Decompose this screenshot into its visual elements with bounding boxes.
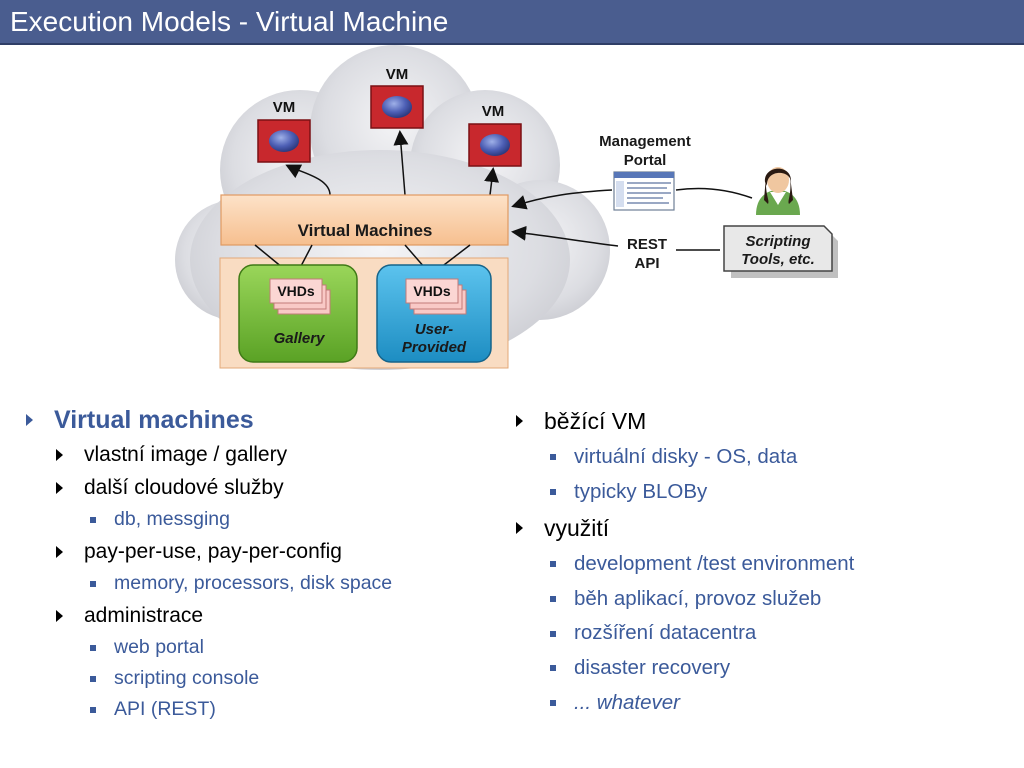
rest-api: REST API: [627, 236, 667, 272]
list-subitem: disaster recovery: [510, 651, 1010, 686]
vm-label-left: VM: [273, 99, 296, 116]
square-bullet-icon: [90, 706, 96, 713]
user-provided-label-1: User-: [415, 321, 453, 338]
vm-icon: [480, 134, 510, 156]
list-subitem: web portal: [20, 632, 500, 663]
management-portal-label-2: Portal: [624, 152, 667, 169]
triangle-bullet-icon: [26, 414, 33, 426]
scripting-tools-label-1: Scripting: [745, 233, 810, 250]
square-bullet-icon: [90, 644, 96, 651]
user-provided-label-2: Provided: [402, 339, 467, 356]
portal-screenshot-icon: [613, 171, 675, 211]
list-subitem: development /test environment: [510, 547, 1010, 582]
square-bullet-icon: [550, 665, 556, 672]
vm-connector-arrows: [285, 130, 500, 196]
list-item: vlastní image / gallery: [20, 438, 500, 471]
management-portal: Management Portal: [599, 133, 691, 211]
vm-label-center: VM: [386, 66, 409, 83]
square-bullet-icon: [550, 596, 556, 603]
square-bullet-icon: [90, 516, 96, 523]
gallery-label: Gallery: [274, 330, 326, 347]
list-item: pay-per-use, pay-per-config: [20, 535, 500, 568]
triangle-bullet-icon: [56, 545, 63, 558]
list-subitem: memory, processors, disk space: [20, 568, 500, 599]
list-subitem: ... whatever: [510, 686, 1010, 721]
triangle-bullet-icon: [56, 609, 63, 622]
vhd-label-user: VHDs: [413, 283, 451, 299]
scripting-tools-label-2: Tools, etc.: [741, 251, 815, 268]
list-item: běžící VM: [510, 402, 1010, 440]
vm-box-right: VM: [468, 103, 522, 167]
list-subitem: virtuální disky - OS, data: [510, 440, 1010, 475]
vhd-label-gallery: VHDs: [277, 283, 315, 299]
list-subitem: rozšíření datacentra: [510, 616, 1010, 651]
title-bar: Execution Models - Virtual Machine: [0, 0, 1024, 45]
rest-api-label-1: REST: [627, 236, 667, 253]
triangle-bullet-icon: [56, 448, 63, 461]
virtual-machines-label: Virtual Machines: [298, 221, 433, 240]
vm-label-right: VM: [482, 103, 505, 120]
square-bullet-icon: [90, 675, 96, 682]
square-bullet-icon: [550, 699, 556, 706]
user-provided-box: VHDs User- Provided: [376, 264, 492, 363]
management-portal-label-1: Management: [599, 133, 691, 150]
gallery-box: VHDs Gallery: [238, 264, 358, 363]
list-item: administrace: [20, 599, 500, 632]
triangle-bullet-icon: [516, 522, 523, 535]
square-bullet-icon: [90, 580, 96, 587]
user-icon: [756, 167, 800, 215]
list-item: využití: [510, 509, 1010, 547]
rest-api-label-2: API: [634, 255, 659, 272]
list-subitem: scripting console: [20, 663, 500, 694]
slide-title: Execution Models - Virtual Machine: [10, 6, 449, 37]
vm-box-center: VM: [370, 66, 424, 129]
right-column: běžící VM virtuální disky - OS, data typ…: [510, 402, 1010, 720]
square-bullet-icon: [550, 454, 556, 461]
vm-icon: [382, 96, 412, 118]
list-subitem: typicky BLOBy: [510, 475, 1010, 510]
vhd-connector-lines: [254, 244, 471, 269]
list-subitem: běh aplikací, provoz služeb: [510, 582, 1010, 617]
left-column: Virtual machines vlastní image / gallery…: [20, 402, 500, 725]
square-bullet-icon: [550, 630, 556, 637]
triangle-bullet-icon: [516, 415, 523, 427]
scripting-tools-box: Scripting Tools, etc.: [723, 225, 838, 278]
list-subitem: db, messging: [20, 504, 500, 535]
vm-box-left: VM: [257, 99, 311, 163]
list-heading-virtual-machines: Virtual machines: [20, 402, 500, 438]
square-bullet-icon: [550, 488, 556, 495]
square-bullet-icon: [550, 561, 556, 568]
virtual-machines-panel: Virtual Machines: [220, 194, 509, 246]
vm-icon: [269, 130, 299, 152]
triangle-bullet-icon: [56, 481, 63, 494]
list-subitem: API (REST): [20, 694, 500, 725]
access-arrows: [511, 187, 753, 251]
list-item: další cloudové služby: [20, 471, 500, 504]
